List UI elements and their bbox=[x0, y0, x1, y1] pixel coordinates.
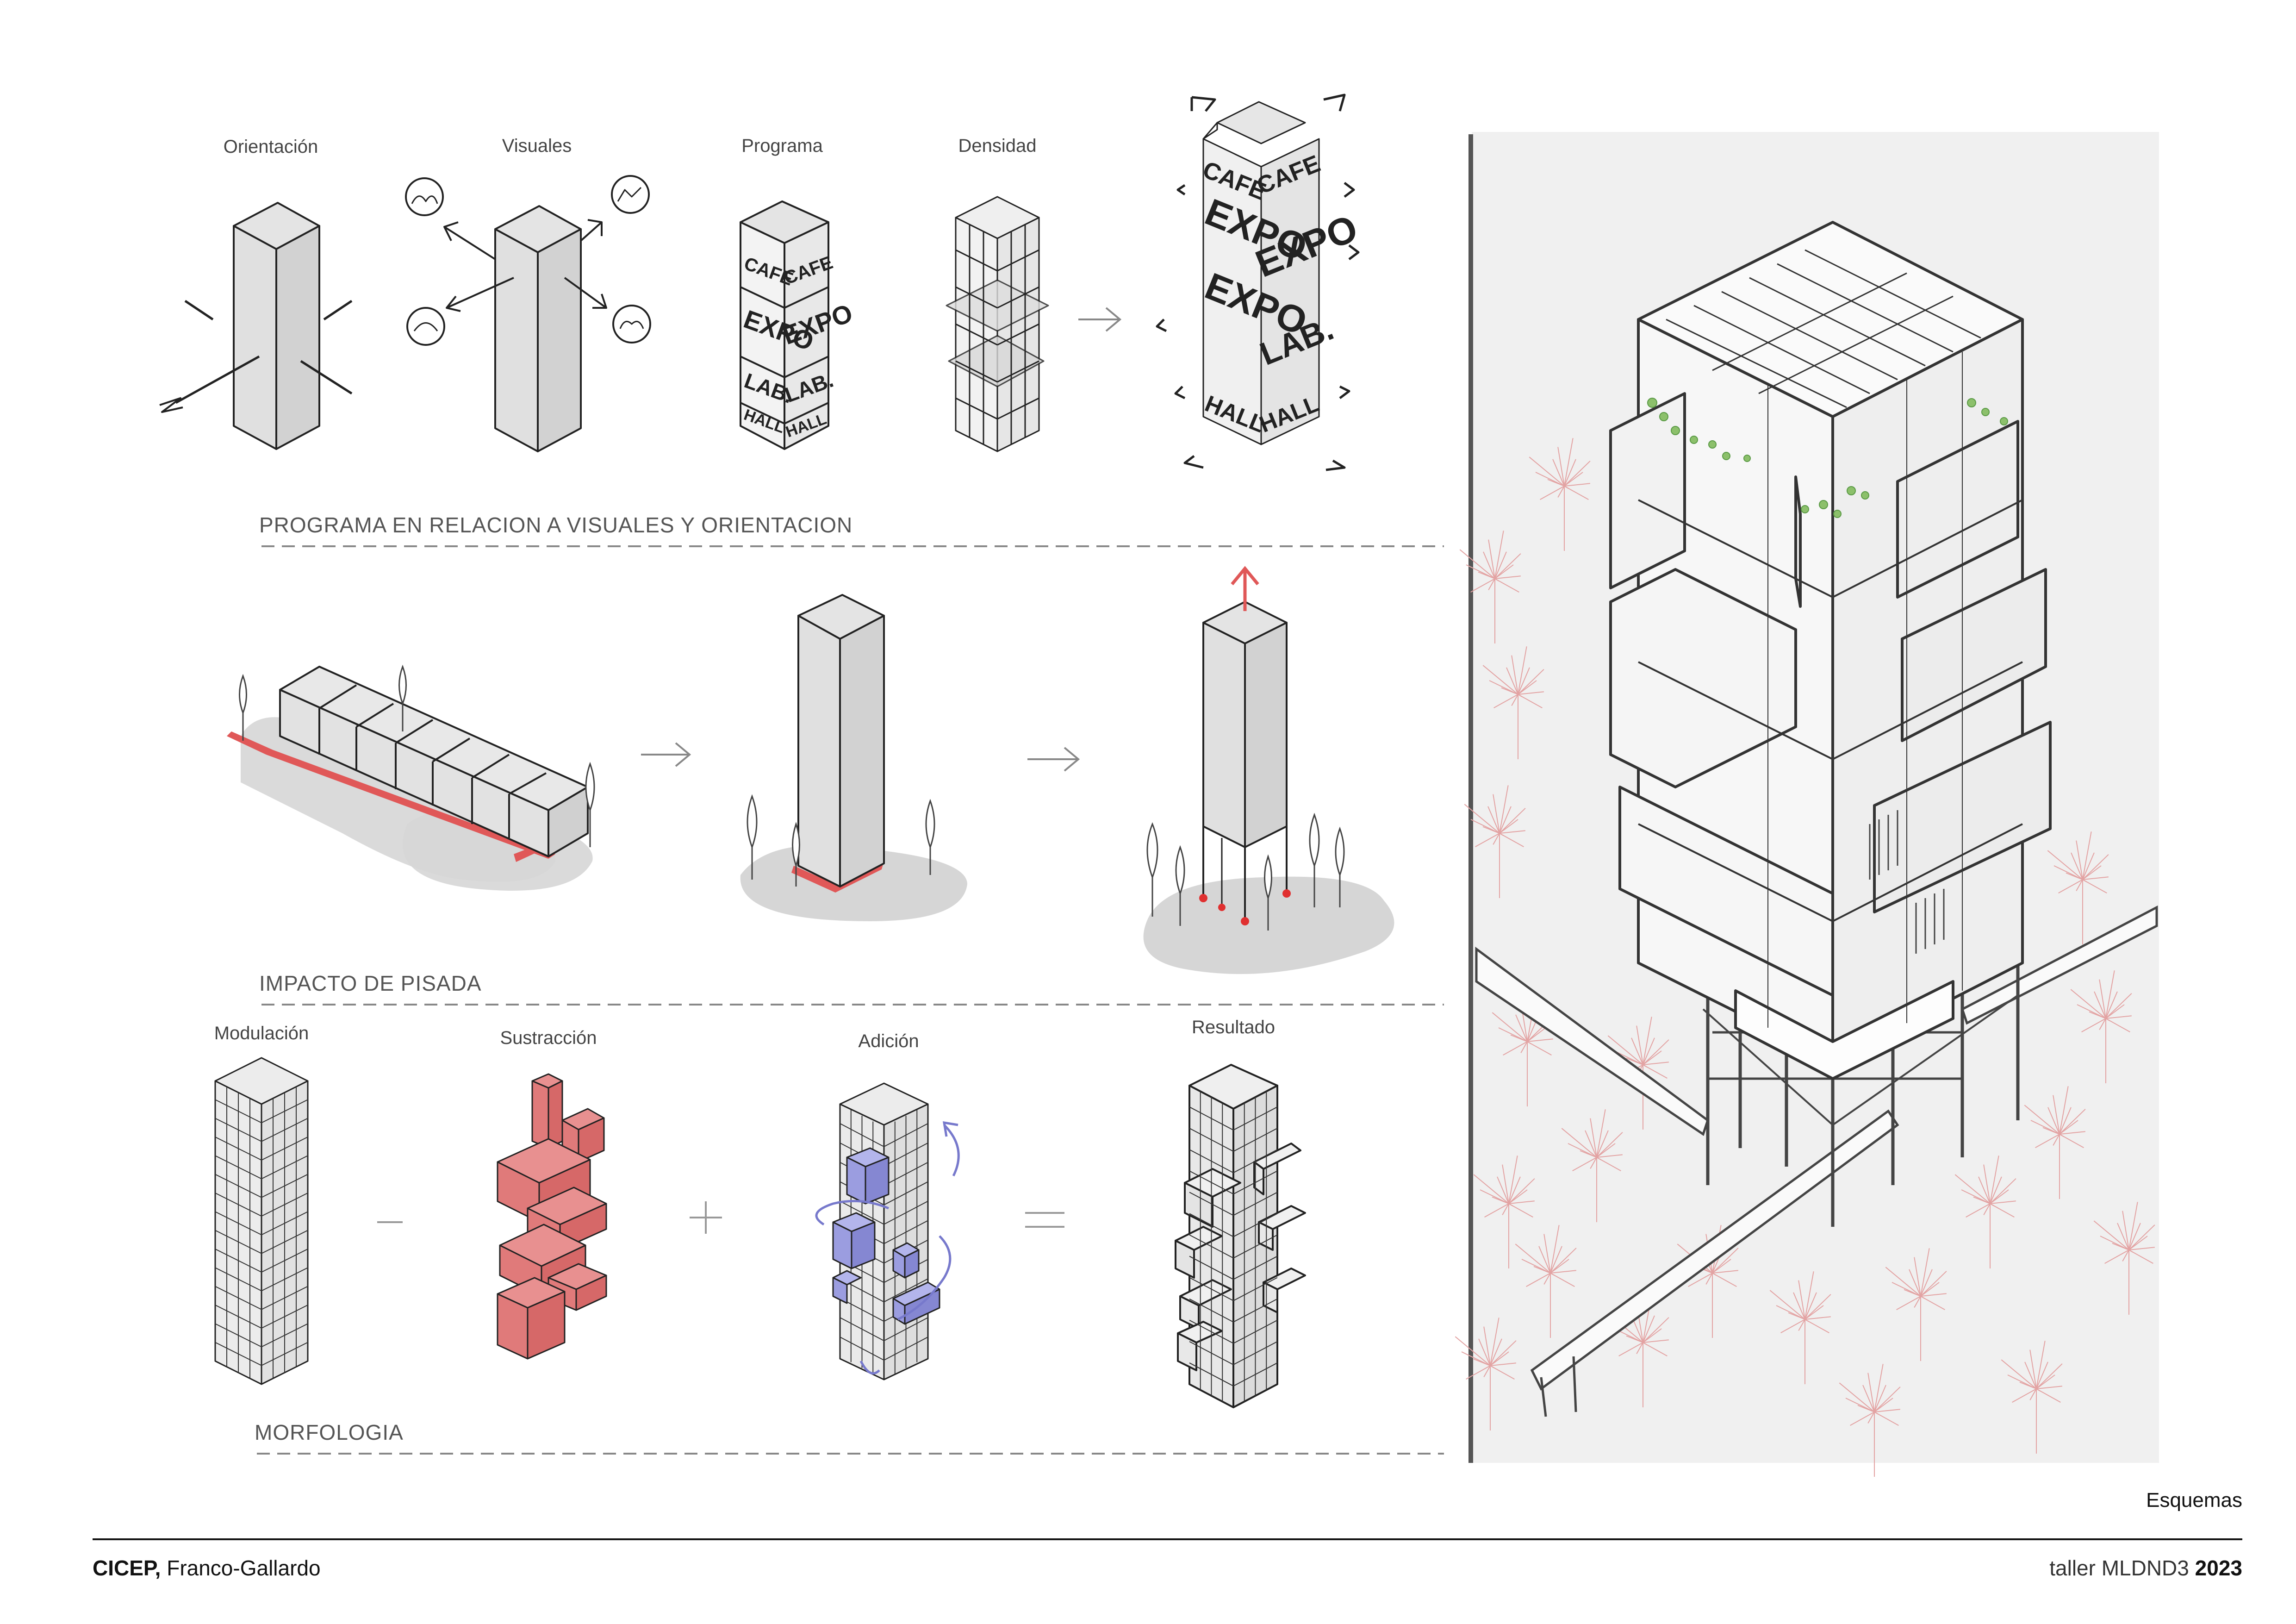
section-title-pisada: IMPACTO DE PISADA bbox=[259, 971, 482, 995]
label-adicion: Adición bbox=[858, 1031, 919, 1051]
label-sustraccion: Sustracción bbox=[500, 1028, 597, 1048]
footer-org: CICEP, bbox=[93, 1556, 161, 1580]
tower-resultado bbox=[1176, 1065, 1305, 1407]
plus-sign bbox=[690, 1201, 722, 1234]
tower-visuales bbox=[406, 176, 650, 451]
footer-course-year: taller MLDND3 2023 bbox=[2049, 1556, 2242, 1580]
tower-orientacion bbox=[160, 203, 352, 449]
section-title-programa: PROGRAMA EN RELACION A VISUALES Y ORIENT… bbox=[259, 513, 852, 537]
label-resultado: Resultado bbox=[1192, 1017, 1275, 1037]
tall-tower bbox=[798, 595, 884, 887]
equals-sign bbox=[1025, 1213, 1064, 1227]
label-visuales: Visuales bbox=[502, 136, 572, 156]
label-orientacion: Orientación bbox=[224, 137, 318, 157]
lifted-tower bbox=[1203, 602, 1287, 921]
label-densidad: Densidad bbox=[958, 136, 1036, 156]
tower-densidad bbox=[946, 197, 1048, 451]
panel-caption: Esquemas bbox=[2146, 1489, 2242, 1512]
footer-credit: CICEP, Franco-Gallardo bbox=[93, 1556, 321, 1580]
arrow-footprint-2 bbox=[1027, 748, 1078, 771]
footer-authors: Franco-Gallardo bbox=[161, 1556, 320, 1580]
section-title-morfologia: MORFOLOGIA bbox=[255, 1420, 404, 1444]
label-modulacion: Modulación bbox=[214, 1023, 309, 1043]
footer-year: 2023 bbox=[2195, 1556, 2242, 1580]
up-arrow-icon bbox=[1232, 568, 1258, 611]
building-main-volume bbox=[1611, 222, 2050, 1079]
arrow-footprint-1 bbox=[641, 743, 690, 766]
arrow-to-program-result bbox=[1078, 308, 1120, 331]
footer-course: taller MLDND3 bbox=[2049, 1556, 2189, 1580]
footer-spacer bbox=[2189, 1556, 2195, 1580]
tower-sustraccion bbox=[498, 1074, 606, 1359]
label-programa: Programa bbox=[741, 136, 823, 156]
